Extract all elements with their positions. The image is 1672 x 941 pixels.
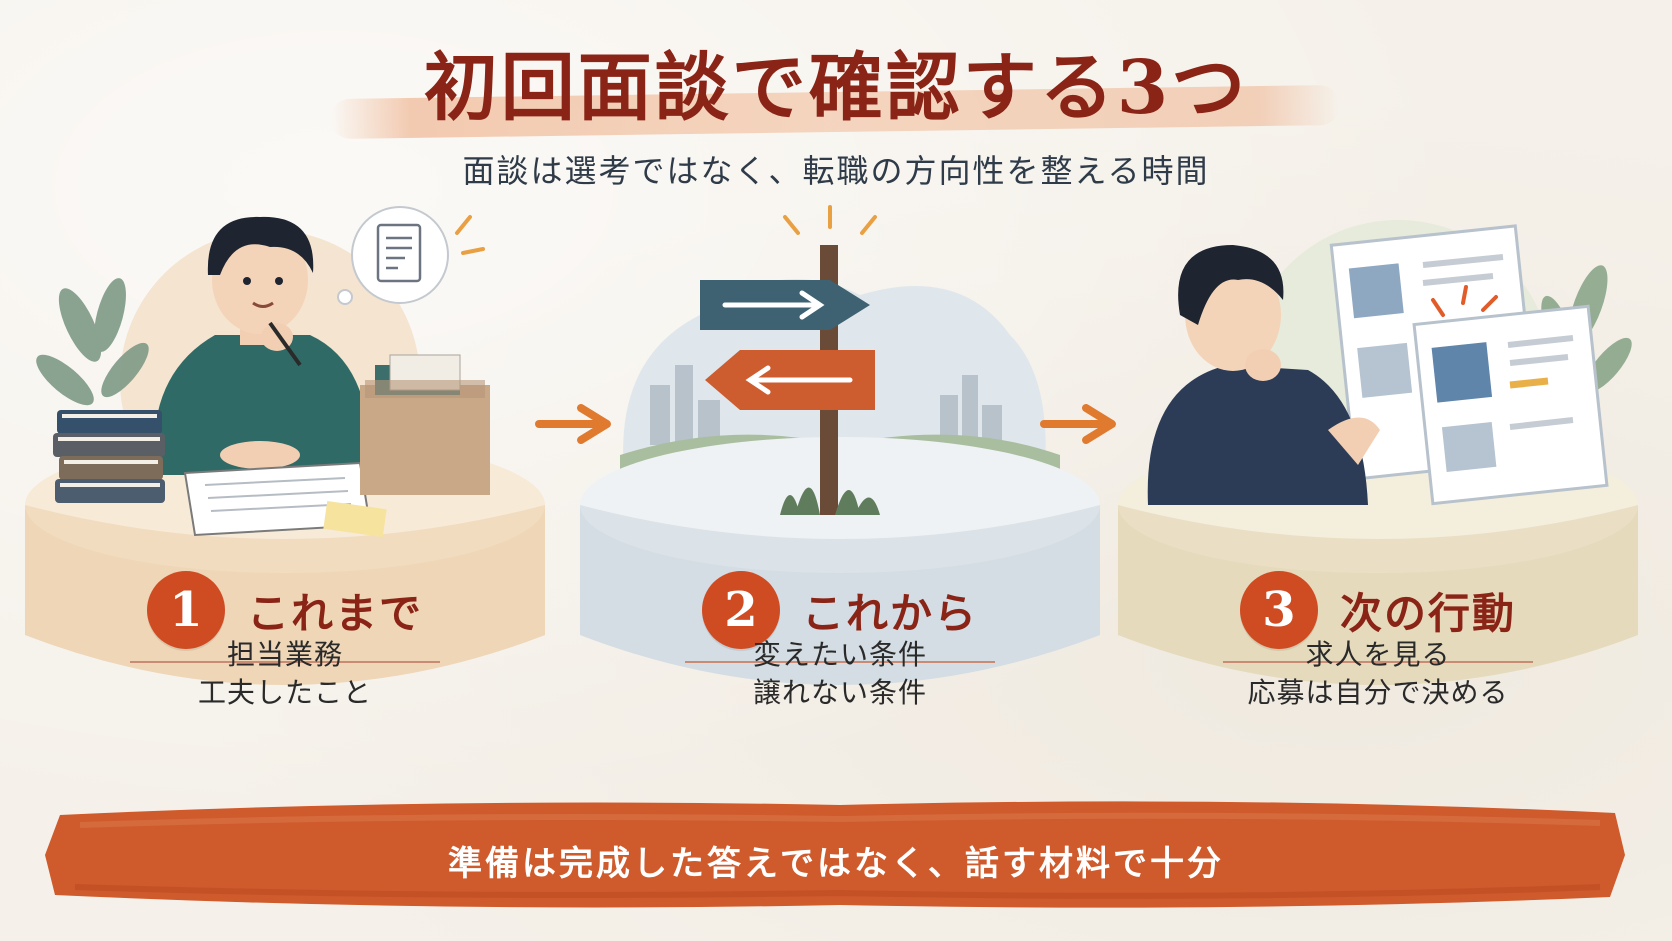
signpost-icon (700, 205, 877, 515)
step-2-detail-2: 譲れない条件 (752, 676, 927, 709)
step-1-detail-1: 担当業務 (226, 638, 343, 671)
step-1-divider (130, 661, 440, 663)
step-3-detail-2: 応募は自分で決める (1247, 676, 1509, 709)
step-1-detail-2: 工夫したこと (197, 676, 372, 709)
step-2-header: 2 これから (580, 570, 1100, 650)
step-panel-1: 1 これまで 担当業務 工夫したこと (25, 205, 545, 765)
step-2-illustration (580, 205, 1100, 685)
step-1-label: これまで (246, 588, 423, 638)
job-listing-icon (1329, 224, 1609, 506)
page-subtitle: 面談は選考ではなく、転職の方向性を整える時間 (462, 152, 1210, 190)
step-1-number-badge: 1 (146, 571, 225, 649)
step-3-illustration (1118, 220, 1638, 685)
page-title: 初回面談で確認する3つ (423, 45, 1249, 131)
step-3-detail-1: 求人を見る (1305, 638, 1451, 671)
step-3-header: 3 次の行動 (1118, 570, 1638, 650)
step-1-illustration (25, 206, 545, 685)
step-3-label: 次の行動 (1339, 588, 1516, 638)
step-panel-3: 3 次の行動 求人を見る 応募は自分で決める (1118, 205, 1638, 765)
footer-brush-band (45, 801, 1625, 908)
step-2-label: これから (801, 588, 978, 638)
step-2-divider (685, 661, 995, 663)
step-1-header: 1 これまで (25, 570, 545, 650)
step-2-number-badge: 2 (701, 571, 780, 649)
step-2-detail-1: 変えたい条件 (752, 638, 927, 671)
step-3-divider (1223, 661, 1533, 663)
document-thought-icon (376, 223, 422, 283)
footer-message: 準備は完成した答えではなく、話す材料で十分 (448, 844, 1224, 884)
arrow-right-icon (1040, 404, 1116, 444)
step-3-number-badge: 3 (1239, 571, 1318, 649)
arrow-right-icon (535, 404, 611, 444)
step-panel-2: 2 これから 変えたい条件 譲れない条件 (580, 205, 1100, 765)
